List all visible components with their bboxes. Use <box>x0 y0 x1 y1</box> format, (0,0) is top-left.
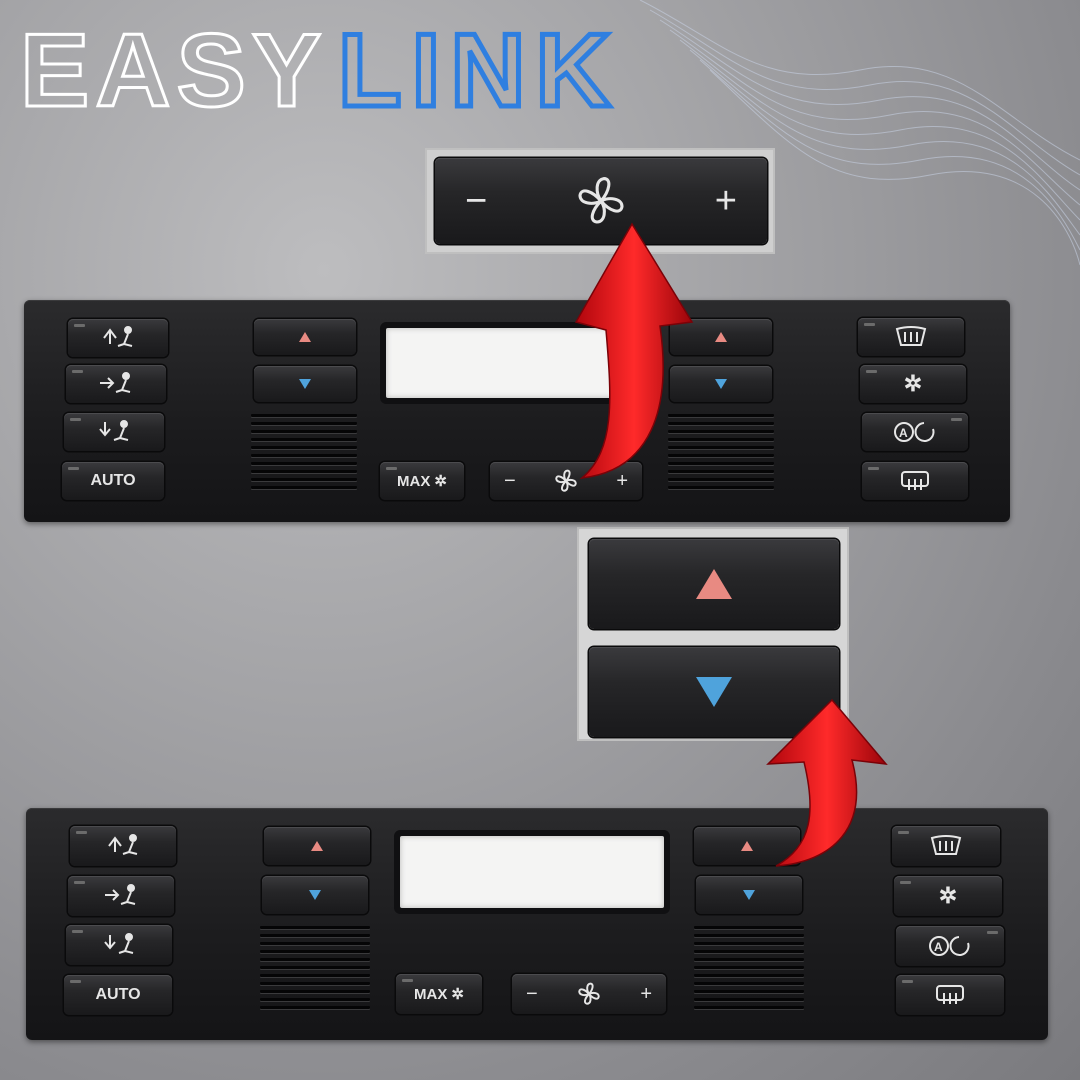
rear-defrost-icon <box>936 985 964 1004</box>
fan-plus-label: + <box>714 179 737 222</box>
logo-word-easy: EASY <box>20 18 327 118</box>
fan-speed-button[interactable]: − + <box>490 462 642 500</box>
left-temp-up-button[interactable] <box>264 827 370 865</box>
fan-minus-label: − <box>465 179 488 222</box>
fan-minus-label: − <box>526 982 538 1005</box>
vent-feet-button[interactable] <box>66 925 172 965</box>
vent-feet-button[interactable] <box>64 413 164 451</box>
rear-defrost-button[interactable] <box>862 462 968 500</box>
windshield-defrost-button[interactable] <box>858 318 964 356</box>
auto-button[interactable]: AUTO <box>62 462 164 500</box>
windshield-defrost-icon <box>895 326 927 346</box>
right-temp-up-button[interactable] <box>670 319 772 355</box>
fan-icon <box>578 177 624 224</box>
max-label: MAX <box>414 985 448 1003</box>
arrow-up-icon <box>311 841 323 851</box>
recirculation-button[interactable]: A <box>896 926 1004 966</box>
left-air-grille <box>251 414 357 494</box>
arrow-up-icon <box>741 841 753 851</box>
fan-speed-button-large[interactable]: − + <box>435 158 767 244</box>
arrow-down-icon <box>299 379 311 389</box>
vent-face-icon <box>103 326 133 347</box>
windshield-defrost-button[interactable] <box>892 826 1000 866</box>
temperature-buttons-closeup <box>577 527 849 741</box>
right-air-grille <box>694 926 804 1014</box>
vent-face-icon <box>108 834 138 855</box>
fan-icon <box>555 469 577 492</box>
max-ac-button[interactable]: MAX✲ <box>380 462 464 500</box>
vent-chest-button[interactable] <box>68 876 174 916</box>
vent-chest-icon <box>100 372 131 393</box>
climate-control-panel-bottom: AUTO MAX✲ − + ✲ A <box>26 808 1048 1040</box>
fan-button-closeup: − + <box>425 148 775 254</box>
arrow-down-icon <box>715 379 727 389</box>
logo-word-link: LINK <box>338 18 620 118</box>
fan-plus-label: + <box>616 469 628 492</box>
fan-plus-label: + <box>640 982 652 1005</box>
fan-icon <box>578 982 600 1005</box>
windshield-defrost-icon <box>930 835 962 855</box>
fan-speed-button[interactable]: − + <box>512 974 666 1014</box>
svg-text:A: A <box>899 426 908 440</box>
temp-up-button-large[interactable] <box>589 539 839 629</box>
fan-minus-label: − <box>504 469 516 492</box>
right-temp-up-button[interactable] <box>694 827 800 865</box>
max-label: MAX <box>397 472 431 490</box>
arrow-up-icon <box>299 332 311 342</box>
recirculation-auto-icon: A <box>929 936 970 956</box>
ac-snowflake-icon: ✲ <box>938 883 958 908</box>
right-temp-down-button[interactable] <box>696 876 802 914</box>
recirculation-button[interactable]: A <box>862 413 968 451</box>
lcd-display <box>400 836 664 908</box>
lcd-display <box>386 328 616 398</box>
arrow-down-icon <box>743 890 755 900</box>
max-ac-button[interactable]: MAX✲ <box>396 974 482 1014</box>
vent-chest-icon <box>105 884 136 905</box>
easy-link-logo: EASY LINK <box>20 18 620 118</box>
left-temp-down-button[interactable] <box>254 366 356 402</box>
temp-down-button-large[interactable] <box>589 647 839 737</box>
right-temp-down-button[interactable] <box>670 366 772 402</box>
rear-defrost-button[interactable] <box>896 975 1004 1015</box>
vent-chest-button[interactable] <box>66 365 166 403</box>
ac-snowflake-icon: ✲ <box>903 371 923 396</box>
auto-label: AUTO <box>95 986 141 1003</box>
arrow-down-icon <box>309 890 321 900</box>
arrow-up-icon <box>715 332 727 342</box>
vent-feet-icon <box>104 933 134 954</box>
left-air-grille <box>260 926 370 1014</box>
arrow-up-icon <box>696 569 732 599</box>
auto-label: AUTO <box>90 472 136 489</box>
left-temp-up-button[interactable] <box>254 319 356 355</box>
ac-button[interactable]: ✲ <box>860 365 966 403</box>
vent-face-button[interactable] <box>70 826 176 866</box>
recirculation-auto-icon: A <box>894 422 935 442</box>
svg-text:A: A <box>934 940 943 954</box>
ac-button[interactable]: ✲ <box>894 876 1002 916</box>
arrow-down-icon <box>696 677 732 707</box>
snowflake-small-icon: ✲ <box>434 473 447 490</box>
vent-feet-icon <box>99 420 129 441</box>
right-air-grille <box>668 414 774 494</box>
auto-button[interactable]: AUTO <box>64 975 172 1015</box>
left-temp-down-button[interactable] <box>262 876 368 914</box>
vent-face-button[interactable] <box>68 319 168 357</box>
climate-control-panel-top: AUTO MAX✲ − + ✲ A <box>24 300 1010 522</box>
rear-defrost-icon <box>901 471 929 490</box>
snowflake-small-icon: ✲ <box>451 986 464 1003</box>
